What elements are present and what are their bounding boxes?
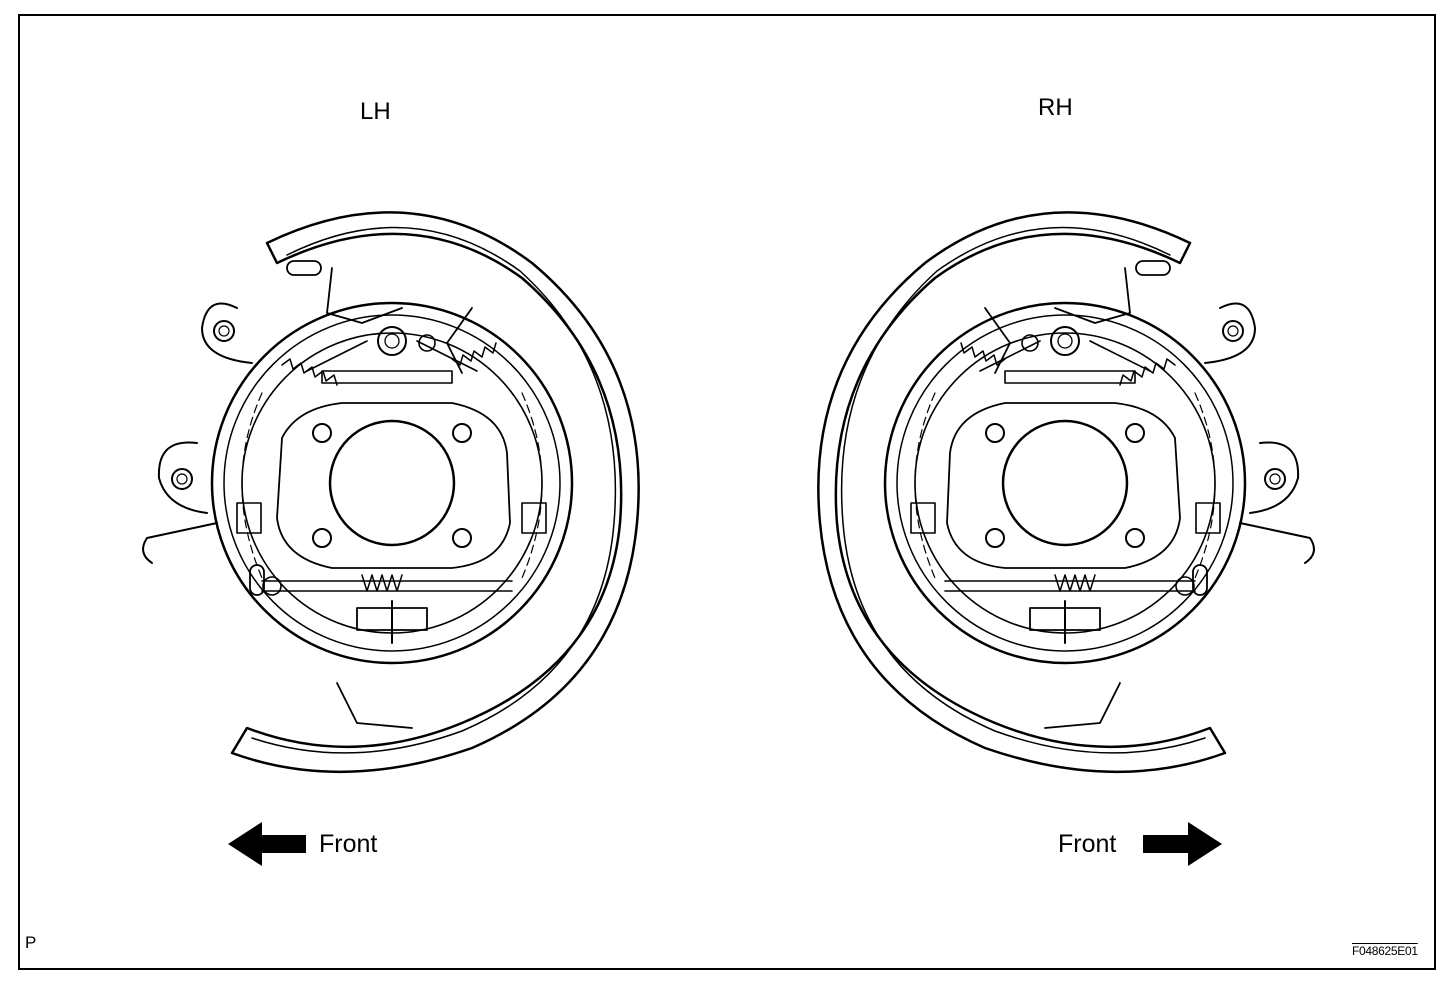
right-brake-assembly — [817, 211, 1316, 774]
lh-label: LH — [360, 98, 391, 125]
arrow-left-icon — [228, 822, 306, 866]
figure-code: F048625E01 — [1352, 944, 1418, 958]
front-right-label: Front — [1058, 830, 1117, 858]
arrow-right-icon — [1143, 822, 1222, 866]
diagram-frame — [18, 14, 1436, 970]
rh-label: RH — [1038, 94, 1073, 121]
left-brake-assembly — [141, 211, 640, 774]
corner-label: P — [25, 933, 37, 952]
front-left-label: Front — [319, 830, 378, 858]
